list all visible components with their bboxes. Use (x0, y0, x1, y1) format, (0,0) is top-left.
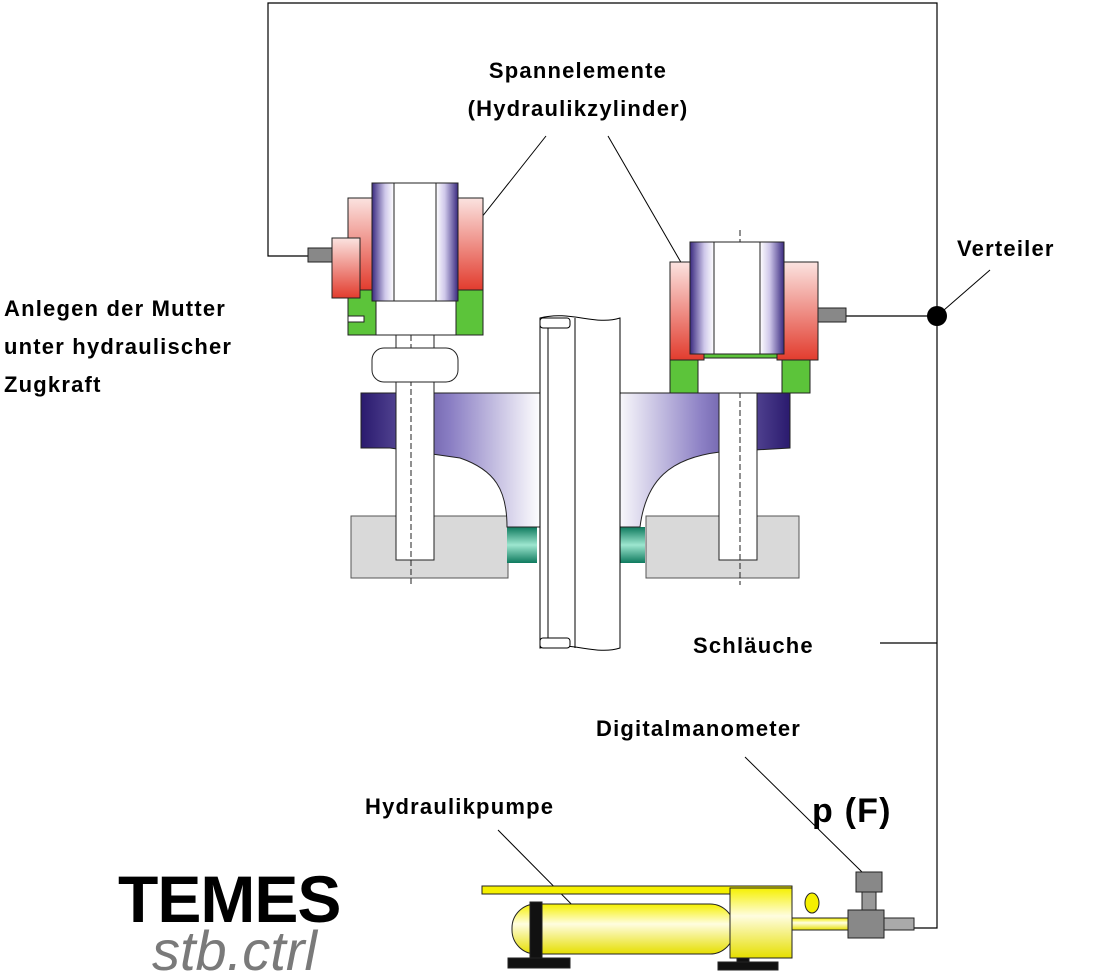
temes-logo: TEMES stb.ctrl (118, 862, 341, 975)
svg-text:TEMES: TEMES (118, 862, 340, 936)
label-anlegen-3: Zugkraft (4, 372, 102, 397)
label-anlegen-1: Anlegen der Mutter (4, 296, 226, 321)
label-pressure: p (F) (812, 792, 892, 830)
label-anlegen-2: unter hydraulischer (4, 334, 232, 359)
label-spannelemente-2: (Hydraulikzylinder) (468, 96, 689, 121)
label-digitalmanometer: Digitalmanometer (596, 716, 801, 741)
right-clamping-cylinder (669, 230, 847, 585)
pipe (539, 315, 621, 651)
svg-text:stb.ctrl: stb.ctrl (152, 919, 318, 975)
digital-manometer (855, 871, 883, 911)
label-hydraulikpumpe: Hydraulikpumpe (365, 794, 554, 819)
label-spannelemente-1: Spannelemente (489, 58, 667, 83)
distributor-node (927, 306, 947, 326)
hydraulic-pump (481, 885, 915, 971)
left-clamping-cylinder (307, 182, 484, 585)
hose-lines (267, 2, 938, 929)
label-verteiler: Verteiler (957, 236, 1055, 261)
label-schlaeuche: Schläuche (693, 633, 814, 658)
labels: Spannelemente (Hydraulikzylinder) Vertei… (4, 58, 1055, 830)
